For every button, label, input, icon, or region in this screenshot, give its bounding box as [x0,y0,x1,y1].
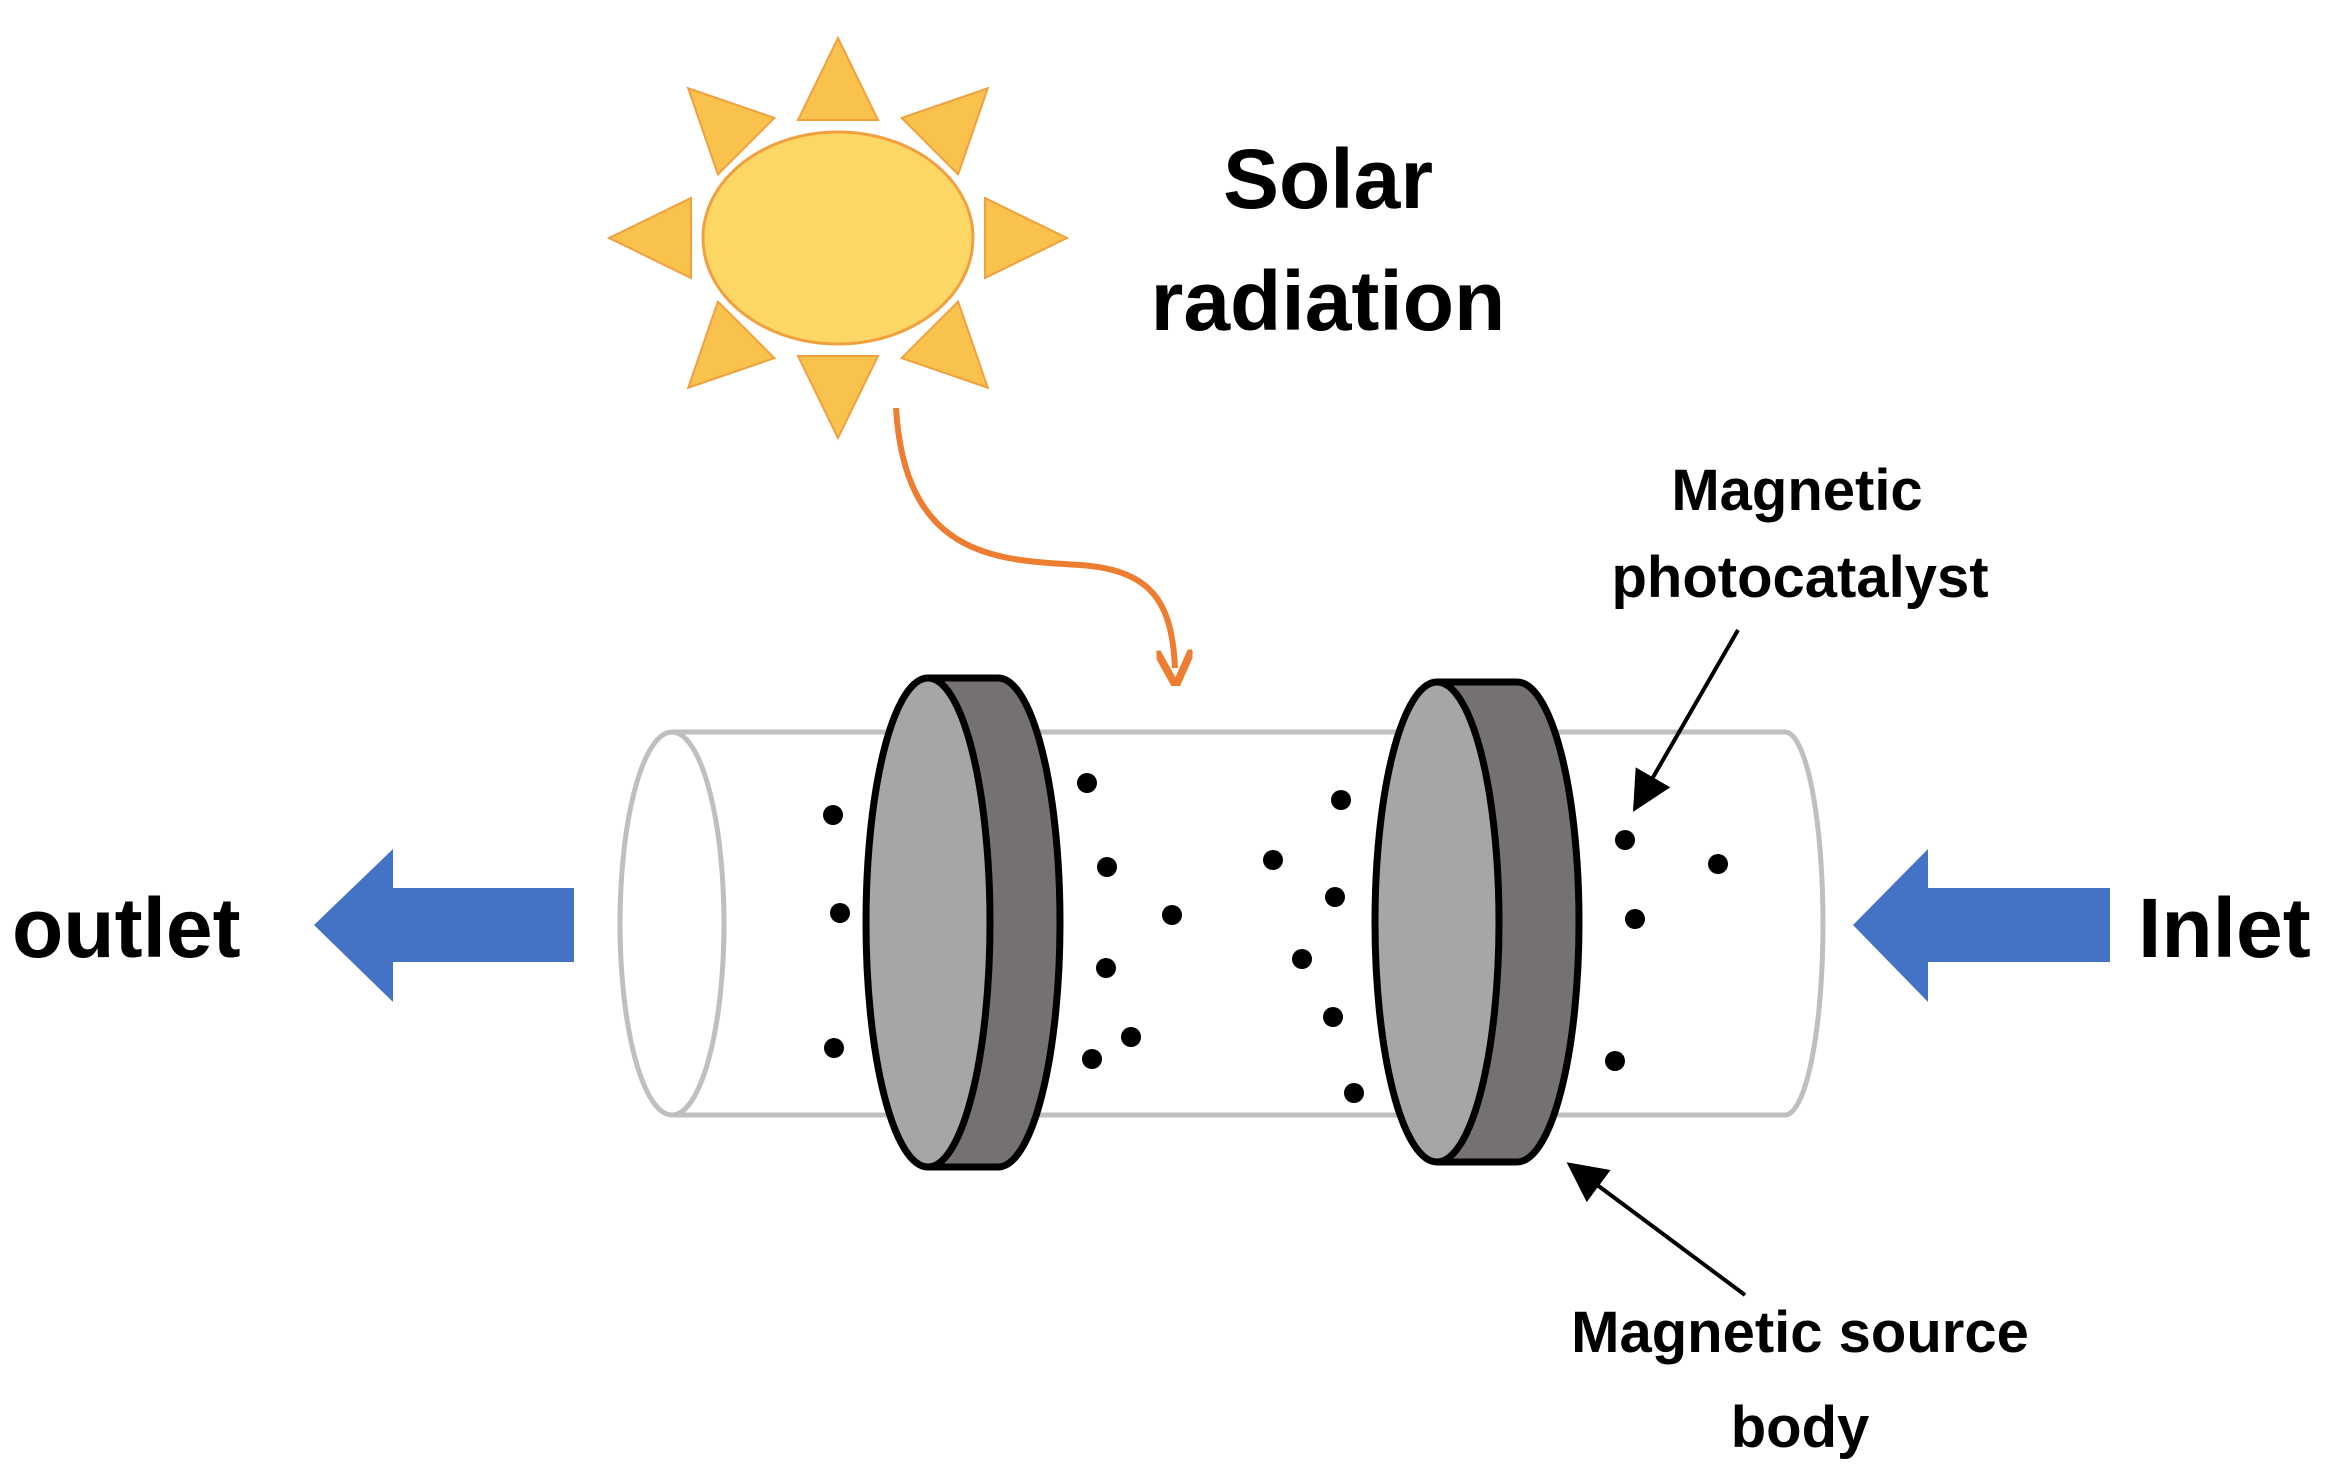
magnetic-source-body-right [1371,678,1583,1166]
magnetic-photocatalyst-particles [823,773,1728,1103]
inlet-label: Inlet [2138,881,2311,975]
sun-ray [984,196,1070,280]
outlet-arrow-icon [314,849,574,1002]
particle [1292,949,1312,969]
magnetic-source-body-left [862,674,1064,1171]
particle [1605,1051,1625,1071]
particle [1263,850,1283,870]
particle [823,805,843,825]
magnetic-photocatalyst-label-line1: Magnetic [1671,458,1922,523]
magnetic-photocatalyst-label-line2: photocatalyst [1611,545,1988,610]
magnetic-source-body-label-line2: body [1731,1395,1870,1460]
particle [1082,1049,1102,1069]
sun-rays [606,35,1070,441]
particle [824,1038,844,1058]
sun-ray [606,196,692,280]
outlet-label: outlet [12,881,241,975]
magnet-face [1371,678,1503,1166]
solar-radiation-label-line1: Solar [1223,132,1433,226]
sun-ray [899,86,990,177]
sun-ray [686,299,777,390]
particle [1331,790,1351,810]
particle [1615,830,1635,850]
particle [1121,1027,1141,1047]
sun-icon [606,35,1070,441]
sun-ray [796,35,880,121]
particle [1344,1083,1364,1103]
particle [1162,905,1182,925]
magnetic-source-body-pointer [1566,1162,1747,1297]
particle [1097,857,1117,877]
sun-ray [796,355,880,441]
magnet-face [862,674,994,1171]
particle [1325,887,1345,907]
particle [1625,909,1645,929]
sun-ray [899,299,990,390]
reactor-tube [617,729,1826,1118]
light-ray-arrow [893,407,1175,668]
sun-disc [701,130,975,346]
magnetic-photocatalyst-pointer [1633,629,1740,812]
particle [1096,958,1116,978]
tube-end-left [617,729,727,1118]
solar-radiation-label-line2: radiation [1151,254,1506,348]
sun-ray [686,86,777,177]
particle [1077,773,1097,793]
inlet-arrow-icon [1853,849,2110,1002]
particle [830,903,850,923]
particle [1708,854,1728,874]
magnetic-source-body-label-line1: Magnetic source [1571,1300,2029,1365]
particle [1323,1007,1343,1027]
tube-body [672,729,1826,1118]
